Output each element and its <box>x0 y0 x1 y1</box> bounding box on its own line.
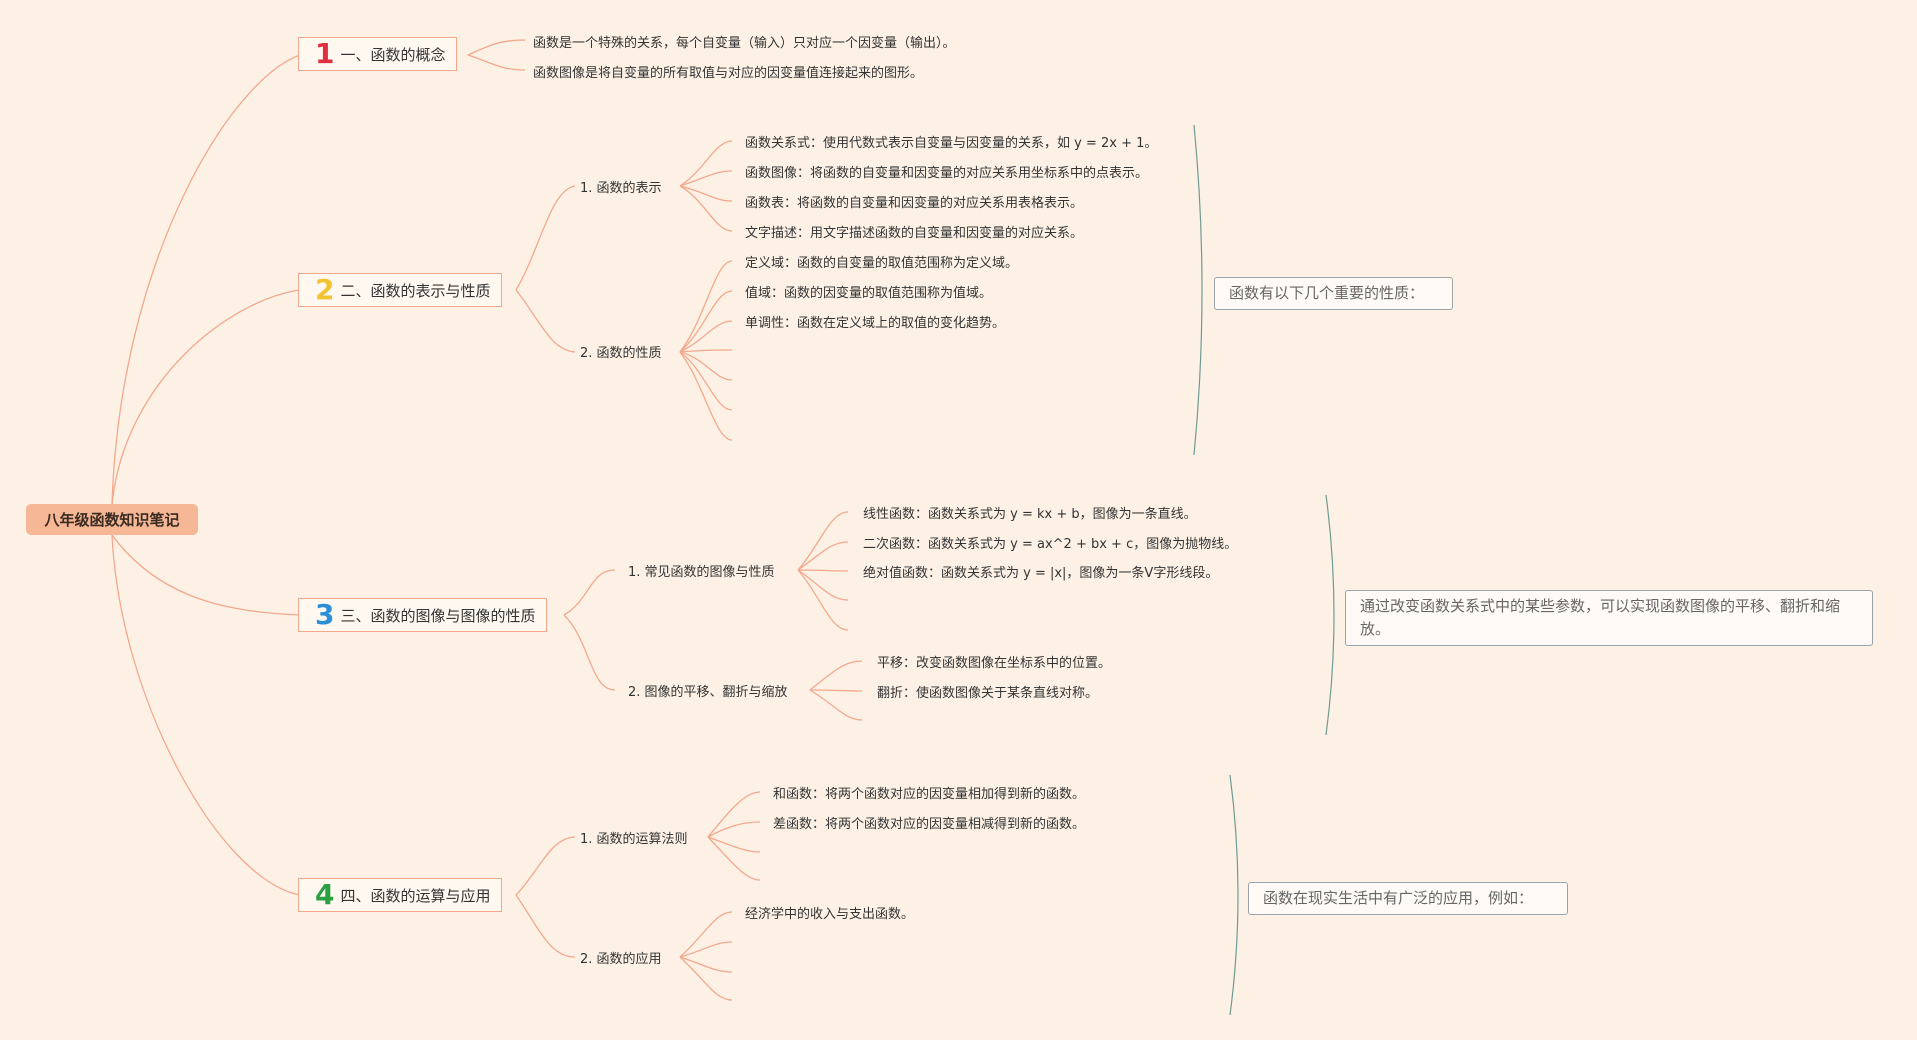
subtopic-graph-transform[interactable]: 2. 图像的平移、翻折与缩放 <box>628 685 788 700</box>
subtopic-common-function-graphs[interactable]: 1. 常见函数的图像与性质 <box>628 565 775 580</box>
note-real-life-applications[interactable]: 函数在现实生活中有广泛的应用，例如： <box>1248 882 1568 915</box>
topic4-sub2-line <box>515 894 576 958</box>
topic2-sub2-line <box>515 289 576 353</box>
root-node[interactable]: 八年级函数知识笔记 <box>26 504 198 535</box>
t4s1-leaf-line <box>707 821 761 838</box>
t2s2-leaf-line <box>679 351 733 411</box>
leaf-item[interactable]: 绝对值函数：函数关系式为 y = |x|，图像为一条V字形线段。 <box>863 566 1219 581</box>
leaf-item[interactable]: 函数表：将函数的自变量和因变量的对应关系用表格表示。 <box>745 196 1084 211</box>
leaf-item[interactable]: 线性函数：函数关系式为 y = kx + b，图像为一条直线。 <box>863 507 1197 522</box>
t4s2-leaf-line <box>679 956 733 1001</box>
leaf-item[interactable]: 文字描述：用文字描述函数的自变量和因变量的对应关系。 <box>745 226 1084 241</box>
subtopic-function-operations[interactable]: 1. 函数的运算法则 <box>580 832 688 847</box>
topic-1-leaf[interactable]: 函数图像是将自变量的所有取值与对应的因变量值连接起来的图形。 <box>533 66 924 81</box>
topic-1-node[interactable]: 1 一、函数的概念 <box>298 37 457 71</box>
topic-3-label: 三、函数的图像与图像的性质 <box>340 606 536 625</box>
leaf-item[interactable]: 函数关系式：使用代数式表示自变量与因变量的关系，如 y = 2x + 1。 <box>745 136 1158 151</box>
t4s2-leaf-line <box>679 911 733 958</box>
t2s2-leaf-line <box>679 351 733 441</box>
root-to-topic1-line <box>111 54 301 505</box>
t2s2-leaf-line <box>679 260 733 353</box>
t3s2-leaf-line <box>809 660 863 691</box>
root-to-topic2-line <box>111 289 301 505</box>
topic-1-label: 一、函数的概念 <box>340 45 446 64</box>
note-important-properties[interactable]: 函数有以下几个重要的性质： <box>1214 277 1453 310</box>
t4s2-leaf-line <box>679 941 733 958</box>
leaf-item[interactable]: 值域：函数的因变量的取值范围称为值域。 <box>745 286 993 301</box>
t2s1-leaf-line <box>679 170 733 187</box>
topic-4-node[interactable]: 4 四、函数的运算与应用 <box>298 878 502 912</box>
t4s1-leaf-line <box>707 836 761 881</box>
leaf-item[interactable]: 函数图像：将函数的自变量和因变量的对应关系用坐标系中的点表示。 <box>745 166 1149 181</box>
t2s1-leaf-line <box>679 185 733 232</box>
t3s2-leaf-line <box>809 689 863 721</box>
t2s1-leaf-line <box>679 185 733 202</box>
leaf-item[interactable]: 差函数：将两个函数对应的因变量相减得到新的函数。 <box>773 817 1086 832</box>
number-3-icon: 3 <box>315 598 335 631</box>
topic3-sub1-line <box>563 569 616 616</box>
subtopic-function-applications[interactable]: 2. 函数的应用 <box>580 952 662 967</box>
t4s1-leaf-line <box>707 791 761 838</box>
t2s2-leaf-line <box>679 290 733 353</box>
leaf-item[interactable]: 和函数：将两个函数对应的因变量相加得到新的函数。 <box>773 787 1086 802</box>
root-to-topic4-line <box>111 534 301 896</box>
subtopic-function-representation[interactable]: 1. 函数的表示 <box>580 181 662 196</box>
root-to-topic3-line <box>111 534 301 616</box>
number-4-icon: 4 <box>315 878 335 911</box>
leaf-item[interactable]: 单调性：函数在定义域上的取值的变化趋势。 <box>745 316 1006 331</box>
number-1-icon: 1 <box>315 37 335 70</box>
topic1-leaf1-line <box>467 39 526 56</box>
topic1-leaf2-line <box>467 54 526 71</box>
t3s1-leaf-line <box>797 541 849 571</box>
leaf-item[interactable]: 定义域：函数的自变量的取值范围称为定义域。 <box>745 256 1019 271</box>
t2s2-leaf-line <box>679 349 733 353</box>
topic-2-node[interactable]: 2 二、函数的表示与性质 <box>298 273 502 307</box>
leaf-item[interactable]: 二次函数：函数关系式为 y = ax^2 + bx + c，图像为抛物线。 <box>863 537 1238 552</box>
t2s2-leaf-line <box>679 320 733 353</box>
t2s2-leaf-line <box>679 351 733 381</box>
topic-3-node[interactable]: 3 三、函数的图像与图像的性质 <box>298 598 547 632</box>
topic-4-label: 四、函数的运算与应用 <box>340 886 491 905</box>
topic2-sub1-line <box>515 185 576 291</box>
leaf-item[interactable]: 平移：改变函数图像在坐标系中的位置。 <box>877 656 1112 671</box>
leaf-item[interactable]: 翻折：使函数图像关于某条直线对称。 <box>877 686 1099 701</box>
number-2-icon: 2 <box>315 273 335 306</box>
topic3-sub2-line <box>563 614 616 691</box>
bracket-topic2 <box>1193 124 1203 456</box>
t3s1-leaf-line <box>797 569 849 572</box>
bracket-topic3 <box>1325 494 1335 736</box>
t4s2-leaf-line <box>679 956 733 973</box>
topic-2-label: 二、函数的表示与性质 <box>340 281 491 300</box>
note-graph-transform[interactable]: 通过改变函数关系式中的某些参数，可以实现函数图像的平移、翻折和缩放。 <box>1345 590 1873 646</box>
bracket-topic4 <box>1229 774 1239 1016</box>
t3s1-leaf-line <box>797 569 849 631</box>
topic-1-leaf[interactable]: 函数是一个特殊的关系，每个自变量（输入）只对应一个因变量（输出）。 <box>533 36 956 51</box>
leaf-item[interactable]: 经济学中的收入与支出函数。 <box>745 907 915 922</box>
t2s1-leaf-line <box>679 140 733 187</box>
topic4-sub1-line <box>515 836 576 896</box>
t3s1-leaf-line <box>797 569 849 601</box>
t4s1-leaf-line <box>707 836 761 853</box>
t3s2-leaf-line <box>809 689 863 692</box>
subtopic-function-properties[interactable]: 2. 函数的性质 <box>580 346 662 361</box>
t3s1-leaf-line <box>797 511 849 571</box>
